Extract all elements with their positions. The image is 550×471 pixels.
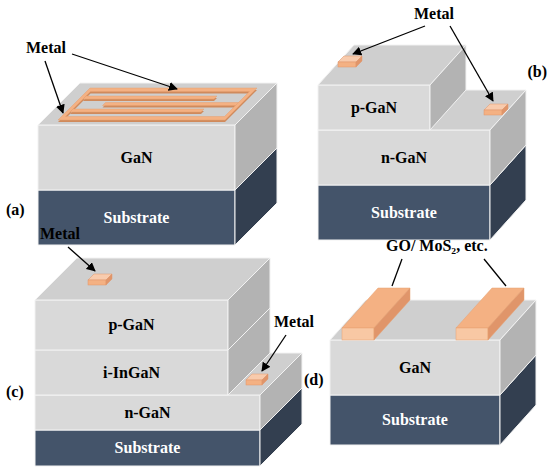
layer-label: i-InGaN — [103, 364, 160, 382]
part-label: (a) — [6, 200, 25, 220]
leader-lines — [45, 26, 506, 371]
part-label: Metal — [40, 224, 80, 244]
part-label: Metal — [274, 312, 314, 332]
layer-label: p-GaN — [351, 99, 397, 117]
layer-face: Substrate — [318, 185, 490, 240]
layer-label: GaN — [399, 359, 431, 377]
layer-label: Substrate — [104, 209, 170, 227]
interdigitated-electrode — [58, 88, 257, 120]
layer-label: p-GaN — [108, 316, 154, 334]
part-label: (c) — [6, 382, 24, 402]
metal-pads — [88, 56, 508, 385]
layer-label: Substrate — [115, 439, 181, 457]
layer-label: n-GaN — [381, 149, 427, 167]
layer-label: n-GaN — [124, 404, 170, 422]
layer-label: GaN — [121, 149, 153, 167]
layer-label: Substrate — [382, 411, 448, 429]
part-label: (d) — [304, 370, 324, 390]
layer-face: GaN — [38, 125, 235, 190]
layer-face: GaN — [330, 340, 500, 395]
layer-label: Substrate — [371, 204, 437, 222]
part-label: Metal — [26, 38, 66, 58]
layer-face: p-GaN — [35, 300, 228, 350]
part-label: GO/ MoS₂, etc. — [386, 236, 488, 256]
layer-face: Substrate — [35, 430, 260, 466]
layer-face: n-GaN — [318, 130, 490, 185]
part-label: Metal — [414, 4, 454, 24]
layer-face: p-GaN — [318, 85, 430, 130]
part-label: (b) — [527, 62, 547, 82]
layer-face: Substrate — [330, 395, 500, 445]
layer-face: i-InGaN — [35, 350, 228, 395]
layer-face: n-GaN — [35, 395, 260, 430]
film-strips — [342, 288, 524, 340]
